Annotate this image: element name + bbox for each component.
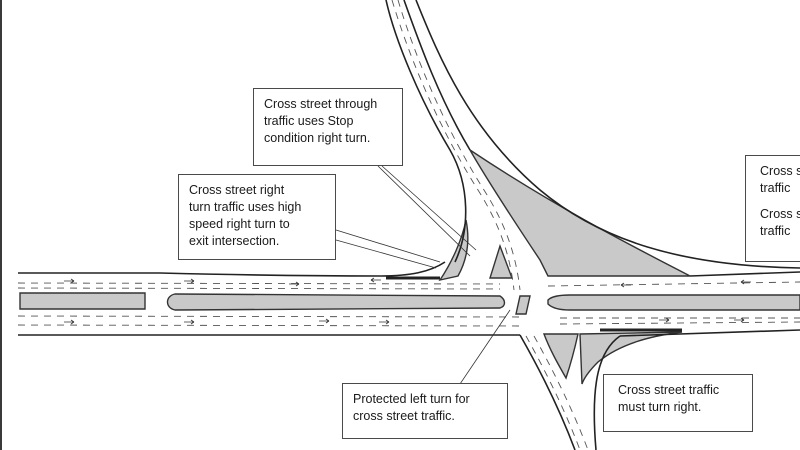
arrow-icon bbox=[659, 317, 670, 323]
arrow-icon bbox=[740, 279, 751, 285]
leader-right-turn-2 bbox=[335, 239, 437, 269]
callout-cropped-right: Cross s traffic Cross s traffic bbox=[745, 155, 800, 262]
callout-through-stop-line-1: Cross street through bbox=[264, 97, 378, 111]
leader-through-stop-1 bbox=[377, 165, 471, 257]
arrow-icon bbox=[64, 278, 75, 284]
callout-cropped-line-3: Cross s bbox=[760, 207, 800, 221]
arrow-icon bbox=[184, 319, 195, 325]
left-border bbox=[0, 0, 2, 450]
island-northeast-large bbox=[469, 149, 691, 277]
callout-cropped-line-1: Cross s bbox=[760, 164, 800, 178]
edge-south-left bbox=[519, 334, 576, 450]
arrow-icon bbox=[370, 277, 381, 283]
callout-right-turn-high-speed: Cross street right turn traffic uses hig… bbox=[178, 174, 336, 260]
edge-northeast-curve bbox=[415, 0, 800, 269]
arrow-icon bbox=[734, 317, 745, 323]
edge-main-top-west bbox=[18, 261, 446, 277]
island-north-small bbox=[489, 243, 514, 279]
callout-must-turn-right-line-2: must turn right. bbox=[618, 400, 702, 414]
island-northwest-slip bbox=[438, 219, 469, 282]
arrow-icon bbox=[64, 319, 75, 325]
median-west-block bbox=[19, 292, 146, 310]
islands bbox=[19, 149, 800, 385]
callout-right-turn-line-4: exit intersection. bbox=[189, 234, 280, 248]
lane-markings bbox=[17, 0, 800, 450]
leader-lines bbox=[335, 165, 511, 385]
callout-right-turn-line-3: speed right turn to bbox=[189, 217, 290, 231]
edge-south-right bbox=[593, 335, 621, 450]
arrow-icon bbox=[289, 281, 300, 287]
edge-north-right bbox=[403, 0, 471, 151]
callout-right-turn-line-1: Cross street right bbox=[189, 183, 285, 197]
leader-protected-left bbox=[459, 309, 511, 385]
callout-protected-left: Protected left turn for cross street tra… bbox=[342, 383, 508, 439]
edge-main-bottom-east bbox=[619, 329, 800, 337]
median-east bbox=[547, 294, 800, 311]
callout-cropped-line-2: traffic bbox=[760, 181, 791, 195]
island-center-diamond bbox=[515, 295, 531, 315]
callout-right-turn-line-2: turn traffic uses high bbox=[189, 200, 302, 214]
arrow-icon bbox=[379, 319, 390, 325]
leader-through-stop-2 bbox=[381, 165, 477, 251]
callout-protected-left-line-1: Protected left turn for bbox=[353, 392, 470, 406]
edge-north-left bbox=[385, 0, 467, 263]
median-west-long bbox=[166, 293, 506, 311]
callout-protected-left-line-2: cross street traffic. bbox=[353, 409, 455, 423]
callout-must-turn-right: Cross street traffic must turn right. bbox=[603, 374, 753, 432]
callout-through-stop: Cross street through traffic uses Stop c… bbox=[253, 88, 403, 166]
leader-right-turn-1 bbox=[335, 229, 441, 263]
callout-must-turn-right-line-1: Cross street traffic bbox=[618, 383, 720, 397]
arrow-icon bbox=[620, 282, 631, 288]
lane-arrows bbox=[64, 277, 751, 325]
pavement-edges bbox=[18, 0, 800, 450]
arrow-icon bbox=[184, 278, 195, 284]
island-south bbox=[542, 333, 579, 380]
callout-cropped-line-4: traffic bbox=[760, 224, 791, 238]
edge-main-top-east bbox=[689, 271, 800, 277]
callout-through-stop-line-3: condition right turn. bbox=[264, 131, 371, 145]
arrow-icon bbox=[319, 318, 330, 324]
callout-through-stop-line-2: traffic uses Stop bbox=[264, 114, 354, 128]
